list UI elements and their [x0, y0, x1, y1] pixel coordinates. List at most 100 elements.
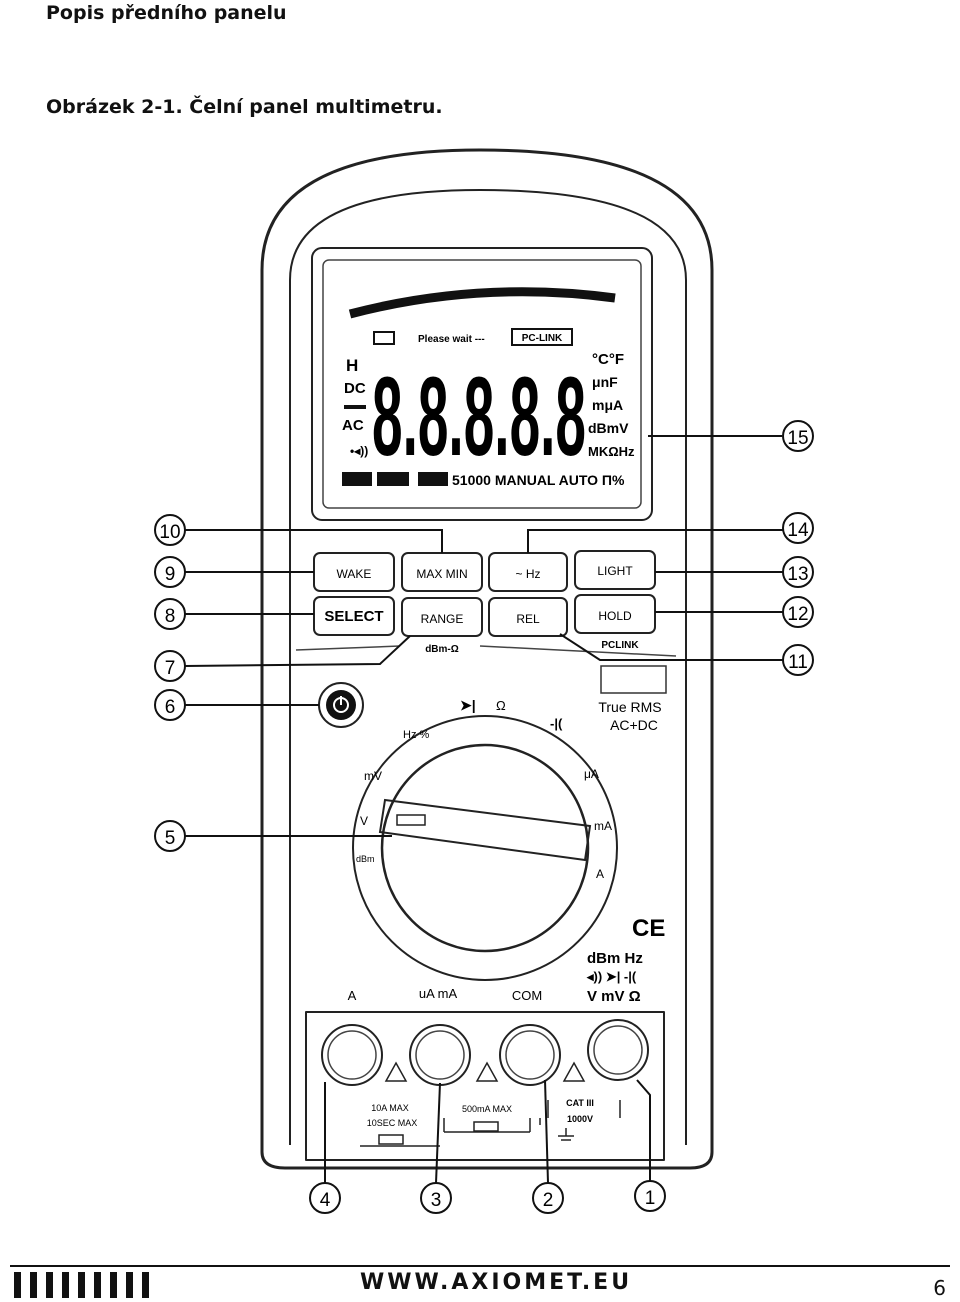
lcd-symbol-ac: AC: [342, 417, 364, 434]
fuse-label-a-time: 10SEC MAX: [367, 1118, 418, 1128]
svg-text:•◂)): •◂)): [350, 444, 368, 458]
button-rel-label: REL: [516, 612, 540, 626]
callout-9: 9: [154, 556, 186, 588]
button-rel[interactable]: REL: [488, 597, 568, 637]
callout-15: 15: [782, 420, 814, 452]
label-true-rms: True RMS: [598, 699, 661, 715]
fuse-label-a-max: 10A MAX: [371, 1103, 409, 1113]
callout-2: 2: [532, 1182, 564, 1214]
button-range-label: RANGE: [421, 612, 464, 626]
rotary-switch[interactable]: [352, 715, 618, 981]
lcd-unit-temp: °C°F: [592, 351, 624, 368]
callout-11: 11: [782, 644, 814, 676]
callout-8: 8: [154, 598, 186, 630]
callout-7: 7: [154, 650, 186, 682]
dial-label-hz: Hz %: [403, 729, 430, 741]
callout-1: 1: [634, 1180, 666, 1212]
button-hz-label: ~ Hz: [515, 567, 540, 581]
button-hold-label: HOLD: [598, 609, 632, 623]
lcd-digits: 8.8.8.8.8: [372, 354, 586, 479]
button-light[interactable]: LIGHT: [574, 550, 656, 590]
button-wake-label: WAKE: [337, 567, 372, 581]
svg-text:4: 4: [320, 1190, 331, 1211]
lcd-bottom-indicators: 51000 MANUAL AUTO Π%: [452, 472, 625, 488]
svg-text:3: 3: [431, 1190, 442, 1211]
dial-label-dbm: dBm: [356, 854, 375, 864]
svg-text:8: 8: [165, 606, 176, 627]
button-light-label: LIGHT: [597, 564, 633, 578]
svg-text:-|(: -|(: [550, 716, 563, 731]
label-pclink: PCLINK: [601, 640, 639, 651]
warning-icon: [384, 1061, 586, 1082]
svg-text:➤|: ➤|: [460, 697, 476, 713]
footer-rule: [10, 1265, 950, 1267]
svg-text:12: 12: [787, 604, 808, 625]
jack-com[interactable]: [499, 1024, 561, 1086]
footer-barcode-logo: [14, 1272, 149, 1298]
lcd-symbol-hold: H: [346, 356, 358, 375]
jack-v-ohm[interactable]: [587, 1019, 649, 1081]
callout-4: 4: [309, 1182, 341, 1214]
button-max-min[interactable]: MAX MIN: [401, 552, 483, 592]
dial-label-ua: μA: [584, 767, 599, 781]
fuse-label-ma-max: 500mA MAX: [462, 1104, 512, 1114]
ground-icon: [558, 1128, 574, 1141]
lcd-unit-cap: μnF: [592, 374, 618, 390]
lcd-unit-current: mμA: [592, 397, 623, 413]
svg-text:10: 10: [159, 522, 180, 543]
lcd-pclink: PC-LINK: [522, 333, 563, 344]
button-hz[interactable]: ~ Hz: [488, 552, 568, 592]
dial-label-ma: mA: [594, 819, 612, 833]
fuse-icon: [473, 1121, 499, 1132]
fuse-label-cat: CAT III: [566, 1098, 594, 1108]
label-func-v-mv-ohm: V mV Ω: [587, 988, 641, 1005]
svg-text:6: 6: [165, 697, 176, 718]
svg-text:5: 5: [165, 828, 176, 849]
lcd-display: Please wait --- PC-LINK H DC AC •◂)) 8.8…: [311, 247, 653, 521]
lcd-symbol-dc: DC: [344, 380, 366, 397]
button-max-min-label: MAX MIN: [416, 567, 467, 581]
svg-text:14: 14: [787, 520, 809, 541]
lcd-unit-freq: MKΩHz: [588, 444, 635, 459]
jack-label-ua-ma: uA mA: [419, 986, 458, 1001]
dial-label-mv: mV: [364, 769, 382, 783]
power-button[interactable]: [318, 682, 364, 728]
svg-text:◂)) ➤| -|(: ◂)) ➤| -|(: [586, 969, 637, 984]
ce-mark: CE: [632, 915, 665, 942]
svg-text:15: 15: [787, 428, 808, 449]
svg-text:7: 7: [165, 658, 176, 679]
label-ac-dc: AC+DC: [610, 717, 658, 733]
dial-label-ohm: Ω: [496, 698, 506, 713]
callout-10: 10: [154, 514, 186, 546]
svg-text:2: 2: [543, 1190, 554, 1211]
page-number: 6: [933, 1276, 946, 1300]
jack-label-com: COM: [512, 988, 542, 1003]
button-select[interactable]: SELECT: [313, 596, 395, 636]
dial-label-v: V: [360, 814, 368, 828]
lcd-please-wait: Please wait ---: [418, 334, 485, 345]
callout-12: 12: [782, 596, 814, 628]
svg-text:9: 9: [165, 564, 176, 585]
jack-ua-ma[interactable]: [409, 1024, 471, 1086]
fuse-label-volt: 1000V: [567, 1114, 593, 1124]
label-dbm-ohm: dBm-Ω: [425, 644, 459, 655]
svg-text:1: 1: [645, 1188, 656, 1209]
svg-text:13: 13: [787, 564, 808, 585]
callout-5: 5: [154, 820, 186, 852]
fuse-icon: [378, 1134, 404, 1145]
jack-a[interactable]: [321, 1024, 383, 1086]
callout-3: 3: [420, 1182, 452, 1214]
callout-14: 14: [782, 512, 814, 544]
button-range[interactable]: RANGE: [401, 597, 483, 637]
svg-text:11: 11: [788, 652, 808, 673]
dial-label-a: A: [596, 867, 604, 881]
page-header-title: Popis předního panelu: [46, 2, 287, 24]
button-wake[interactable]: WAKE: [313, 552, 395, 592]
label-func-dbm-hz: dBm Hz: [587, 950, 643, 967]
multimeter-figure: Please wait --- PC-LINK H DC AC •◂)) 8.8…: [154, 148, 814, 1214]
figure-caption: Obrázek 2-1. Čelní panel multimetru.: [46, 96, 443, 118]
footer-url: WWW.AXIOMET.EU: [360, 1270, 633, 1295]
button-hold[interactable]: HOLD: [574, 594, 656, 634]
button-select-label: SELECT: [324, 608, 383, 625]
callout-13: 13: [782, 556, 814, 588]
